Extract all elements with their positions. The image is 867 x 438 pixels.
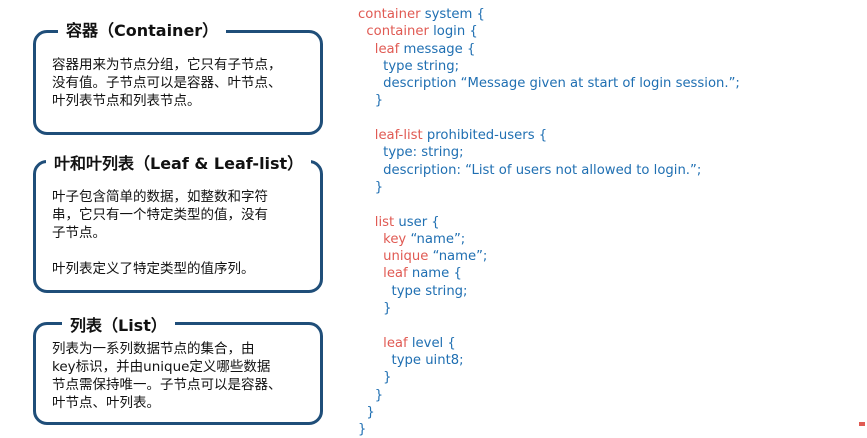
code-text: “name”; [428,249,488,265]
code-text: “name”; [406,231,466,247]
code-indent [358,388,375,403]
code-keyword: leaf [383,266,408,282]
code-keyword: leaf [374,41,400,57]
code-keyword: container [358,7,421,22]
code-indent [358,370,383,385]
code-indent [358,128,375,143]
code-indent [358,76,383,91]
code-line: } [358,369,740,386]
code-line: } [358,92,740,109]
body-line: 叶节点、叶列表。 [52,395,160,411]
code-text: } [383,301,392,317]
code-text: } [374,387,384,403]
code-text: description “Message given at start of l… [383,76,740,92]
code-text: level { [407,335,456,351]
code-line: description “Message given at start of l… [358,75,740,92]
code-text: type string; [383,58,460,74]
body-line: 没有值。子节点可以是容器、叶节点、 [52,75,282,91]
code-line: key “name”; [358,231,740,248]
code-line: leaf level { [358,335,740,352]
code-line [358,196,740,213]
code-text: prohibited-users { [422,128,548,144]
code-line: type: string; [358,144,740,161]
code-line: leaf message { [358,41,740,58]
code-line: list user { [358,214,740,231]
code-keyword: list [374,214,395,230]
code-indent [358,266,383,281]
code-line: container login { [358,23,740,40]
body-line: 列表为一系列数据节点的集合，由 [52,341,255,357]
code-line: type uint8; [358,352,740,369]
corner-mark [859,422,865,426]
code-line: type string; [358,283,740,300]
body-line: 叶子包含简单的数据，如整数和字符 [52,189,268,205]
code-line: } [358,179,740,196]
code-indent [358,42,375,57]
code-line: leaf-list prohibited-users { [358,127,740,144]
code-line [358,110,740,127]
code-text: } [374,179,384,195]
list-box-body: 列表为一系列数据节点的集合，由 key标识，并由unique定义哪些数据 节点需… [52,340,317,412]
code-line: } [358,300,740,317]
code-line: description: “List of users not allowed … [358,162,740,179]
code-line: unique “name”; [358,248,740,265]
code-keyword: container [366,24,429,40]
body-line: 叶列表定义了特定类型的值序列。 [52,261,255,277]
code-text: type string; [391,283,468,299]
code-indent [358,163,383,178]
yang-code-block: container system { container login { lea… [358,6,740,438]
code-indent [358,145,383,160]
code-line: } [358,404,740,421]
code-text: } [383,370,392,386]
code-indent [358,59,383,74]
code-line: type string; [358,58,740,75]
code-indent [358,93,375,108]
body-line: 子节点。 [52,225,106,241]
code-indent [358,301,383,316]
body-line: 叶列表节点和列表节点。 [52,93,201,109]
code-text: login { [428,24,478,40]
code-keyword: leaf [383,335,408,351]
leaf-box-title: 叶和叶列表（Leaf & Leaf-list） [46,150,312,174]
code-text: system { [420,7,485,22]
code-text: message { [399,41,476,57]
code-indent [358,353,392,368]
code-line: leaf name { [358,265,740,282]
body-line: key标识，并由unique定义哪些数据 [52,359,271,375]
code-keyword: key [383,231,407,247]
list-box-title: 列表（List） [62,312,175,336]
body-line: 节点需保持唯一。子节点可以是容器、 [52,377,282,393]
code-indent [358,215,375,230]
body-line: 容器用来为节点分组，它只有子节点， [52,57,282,73]
code-text: name { [407,266,462,282]
code-line: container system { [358,6,740,23]
leaf-box-body: 叶子包含简单的数据，如整数和字符 串，它只有一个特定类型的值，没有 子节点。 叶… [52,188,317,278]
leaf-box [33,160,323,293]
code-text: description: “List of users not allowed … [383,162,702,178]
code-indent [358,249,383,264]
list-box [33,322,323,425]
code-keyword: leaf-list [374,128,423,144]
container-box-body: 容器用来为节点分组，它只有子节点， 没有值。子节点可以是容器、叶节点、 叶列表节… [52,56,317,110]
code-indent [358,284,392,299]
code-text: } [366,404,375,420]
code-text: type: string; [383,145,464,161]
code-keyword: unique [383,249,429,265]
container-box-title: 容器（Container） [58,17,227,41]
code-indent [358,336,383,351]
code-text: user { [394,214,440,230]
code-text: type uint8; [391,352,464,368]
code-text: } [374,93,384,109]
code-line [358,317,740,334]
code-indent [358,180,375,195]
code-line: } [358,387,740,404]
code-indent [358,232,383,247]
body-line: 串，它只有一个特定类型的值，没有 [52,207,268,223]
